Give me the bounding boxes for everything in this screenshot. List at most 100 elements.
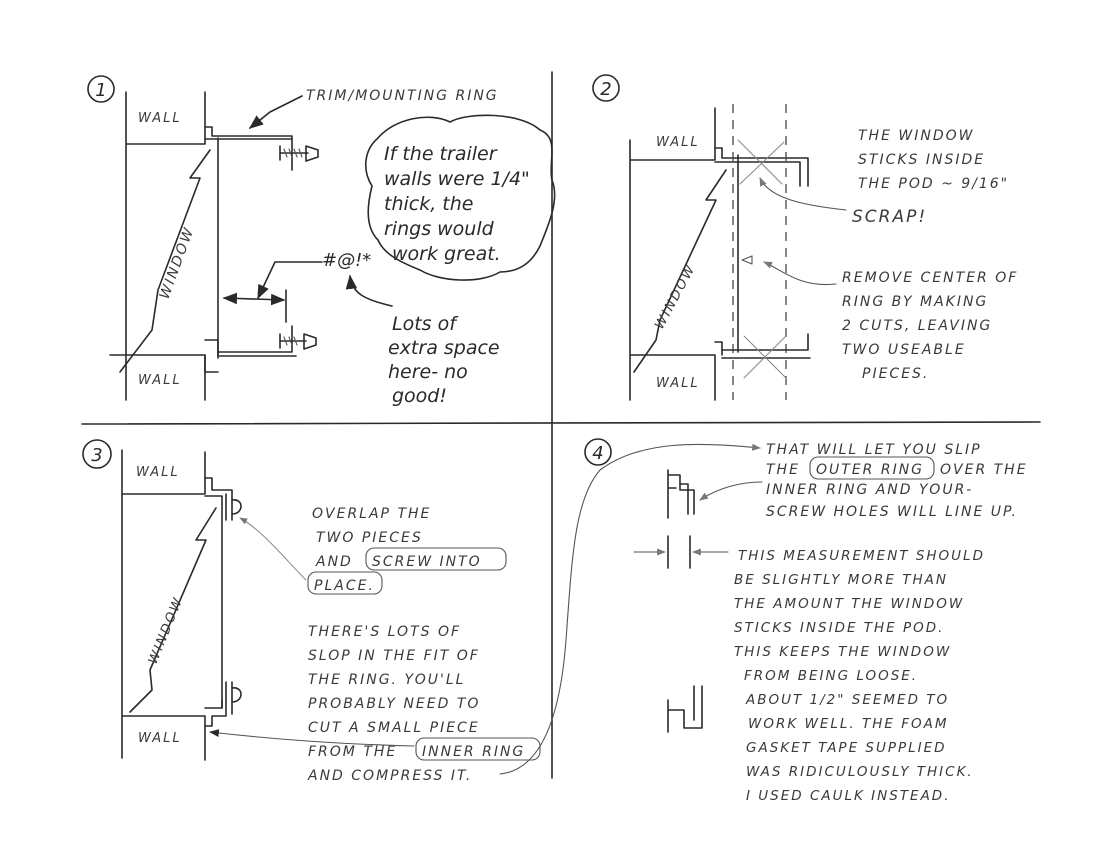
svg-text:thick, the: thick, the [384,193,473,215]
panel-number: 1 [95,80,106,101]
svg-text:AND: AND [315,554,353,570]
svg-text:SCREW HOLES WILL LINE UP.: SCREW HOLES WILL LINE UP. [766,504,1018,520]
svg-text:I USED CAULK INSTEAD.: I USED CAULK INSTEAD. [746,788,951,804]
svg-text:THE RING. YOU'LL: THE RING. YOU'LL [308,672,465,688]
svg-text:INNER RING AND YOUR-: INNER RING AND YOUR- [766,482,973,498]
remove-center-note: REMOVE CENTER OF RING BY MAKING 2 CUTS, … [842,270,1016,382]
wall-top-label: WALL [136,465,180,480]
wall-top-label: WALL [656,135,700,150]
panel-2: 2 WALL WALL WINDOW THE WINDOW STICKS INS… [592,74,1016,401]
curse-arrow [345,274,393,307]
panel-1: 1 WALL WALL WINDOW TRIM/MOUNTING RING [87,75,556,407]
svg-text:OUTER RING: OUTER RING [816,462,924,478]
svg-text:SCREW INTO: SCREW INTO [372,554,482,570]
extra-space-note: Lots of extra space here- no good! [388,313,500,407]
horizontal-divider [81,421,1041,425]
svg-text:RING BY MAKING: RING BY MAKING [842,294,988,310]
slop-note: THERE'S LOTS OF SLOP IN THE FIT OF THE R… [307,624,541,784]
detail-arrow [699,481,763,501]
curse-symbols: #@!* [322,250,371,271]
overlap-arrow [239,517,307,581]
window-label: WINDOW [652,262,699,332]
svg-text:WAS RIDICULOUSLY THICK.: WAS RIDICULOUSLY THICK. [746,764,974,780]
svg-text:GASKET TAPE SUPPLIED: GASKET TAPE SUPPLIED [746,740,947,756]
inner-ring-arrow [209,729,415,747]
window-label: WINDOW [157,224,198,301]
window-zigzag [119,149,211,373]
wall-bottom-label: WALL [656,376,700,391]
wall-bottom-outline [121,715,206,761]
window-zigzag [633,169,727,373]
window-sticks-note: THE WINDOW STICKS INSIDE THE POD ~ 9/16" [858,128,1009,192]
ring-detail-bottom [667,685,703,733]
scrap-arrow [759,177,847,211]
svg-text:OVERLAP THE: OVERLAP THE [312,506,431,522]
speech-cloud [365,114,556,281]
svg-text:INNER RING: INNER RING [422,744,525,760]
svg-text:TWO PIECES: TWO PIECES [316,530,423,546]
wall-bottom-outline [629,341,723,401]
cut-mark [737,139,785,185]
svg-text:extra space: extra space [388,337,500,359]
trim-ring-bottom [217,325,297,357]
panel-3: 3 WALL WALL WINDOW OVERLAP THE TWO PIECE… [82,439,761,784]
svg-text:THE: THE [766,462,800,478]
screw-icon [279,145,319,162]
slip-ring-note: THAT WILL LET YOU SLIP THE OUTER RING OV… [766,442,1028,520]
panel-number: 3 [91,445,102,466]
svg-text:STICKS INSIDE: STICKS INSIDE [858,152,985,168]
svg-text:WORK WELL. THE FOAM: WORK WELL. THE FOAM [748,716,949,732]
svg-text:SLOP IN THE FIT OF: SLOP IN THE FIT OF [308,648,480,664]
screw-head-icon [231,499,242,515]
window-label: WINDOW [146,595,187,667]
scrap-label: SCRAP! [852,207,927,227]
svg-text:THIS MEASUREMENT SHOULD: THIS MEASUREMENT SHOULD [738,548,985,564]
svg-text:THAT WILL LET YOU SLIP: THAT WILL LET YOU SLIP [766,442,982,458]
panel-4: 4 THAT WILL LET YOU SLIP THE OUTER RING … [584,438,1028,804]
ring-detail-top [667,469,695,519]
svg-text:PROBABLY NEED TO: PROBABLY NEED TO [308,696,480,712]
svg-text:THIS KEEPS THE WINDOW: THIS KEEPS THE WINDOW [734,644,951,660]
svg-text:THE POD ~ 9/16": THE POD ~ 9/16" [858,176,1009,192]
svg-text:PLACE.: PLACE. [314,578,375,594]
screw-icon [279,333,317,350]
svg-text:FROM THE: FROM THE [308,744,397,760]
svg-text:Lots of: Lots of [392,313,459,335]
wall-bottom-label: WALL [138,731,182,746]
overlap-note: OVERLAP THE TWO PIECES AND SCREW INTO PL… [307,506,507,595]
svg-text:good!: good! [392,385,447,407]
svg-text:TWO USEABLE: TWO USEABLE [842,342,966,358]
window-zigzag [129,507,217,713]
wall-bottom-label: WALL [138,373,182,388]
gap-dimension [222,292,286,306]
svg-text:THERE'S LOTS OF: THERE'S LOTS OF [308,624,461,640]
panel-number: 4 [592,443,603,464]
svg-text:If the trailer: If the trailer [384,143,498,165]
trim-arrow [248,95,303,129]
svg-text:CUT A SMALL PIECE: CUT A SMALL PIECE [308,720,480,736]
svg-text:2 CUTS, LEAVING: 2 CUTS, LEAVING [842,318,992,334]
measurement-note: THIS MEASUREMENT SHOULD BE SLIGHTLY MORE… [734,548,985,804]
svg-text:here- no: here- no [388,361,468,383]
svg-text:STICKS INSIDE THE POD.: STICKS INSIDE THE POD. [734,620,944,636]
screw-head-icon [231,687,242,703]
ring-top [714,147,809,187]
remove-arrow [763,261,837,286]
svg-text:rings would: rings would [384,218,495,240]
svg-text:AND COMPRESS IT.: AND COMPRESS IT. [307,768,472,784]
wall-top-label: WALL [138,111,182,126]
panel-number: 2 [600,79,611,100]
svg-text:THE AMOUNT THE WINDOW: THE AMOUNT THE WINDOW [734,596,964,612]
svg-text:work great.: work great. [392,243,501,265]
svg-text:FROM BEING LOOSE.: FROM BEING LOOSE. [744,668,918,684]
ring-overlap-bottom [204,681,233,727]
wall-top-outline [629,107,716,401]
trim-ring-label: TRIM/MOUNTING RING [306,88,499,104]
connector-to-panel-4 [499,443,761,775]
wall-top-outline [125,91,206,401]
wall-top-outline [121,449,206,759]
bubble-text: If the trailer walls were 1/4" thick, th… [384,143,530,265]
svg-text:PIECES.: PIECES. [862,366,929,382]
svg-text:OVER THE: OVER THE [940,462,1028,478]
